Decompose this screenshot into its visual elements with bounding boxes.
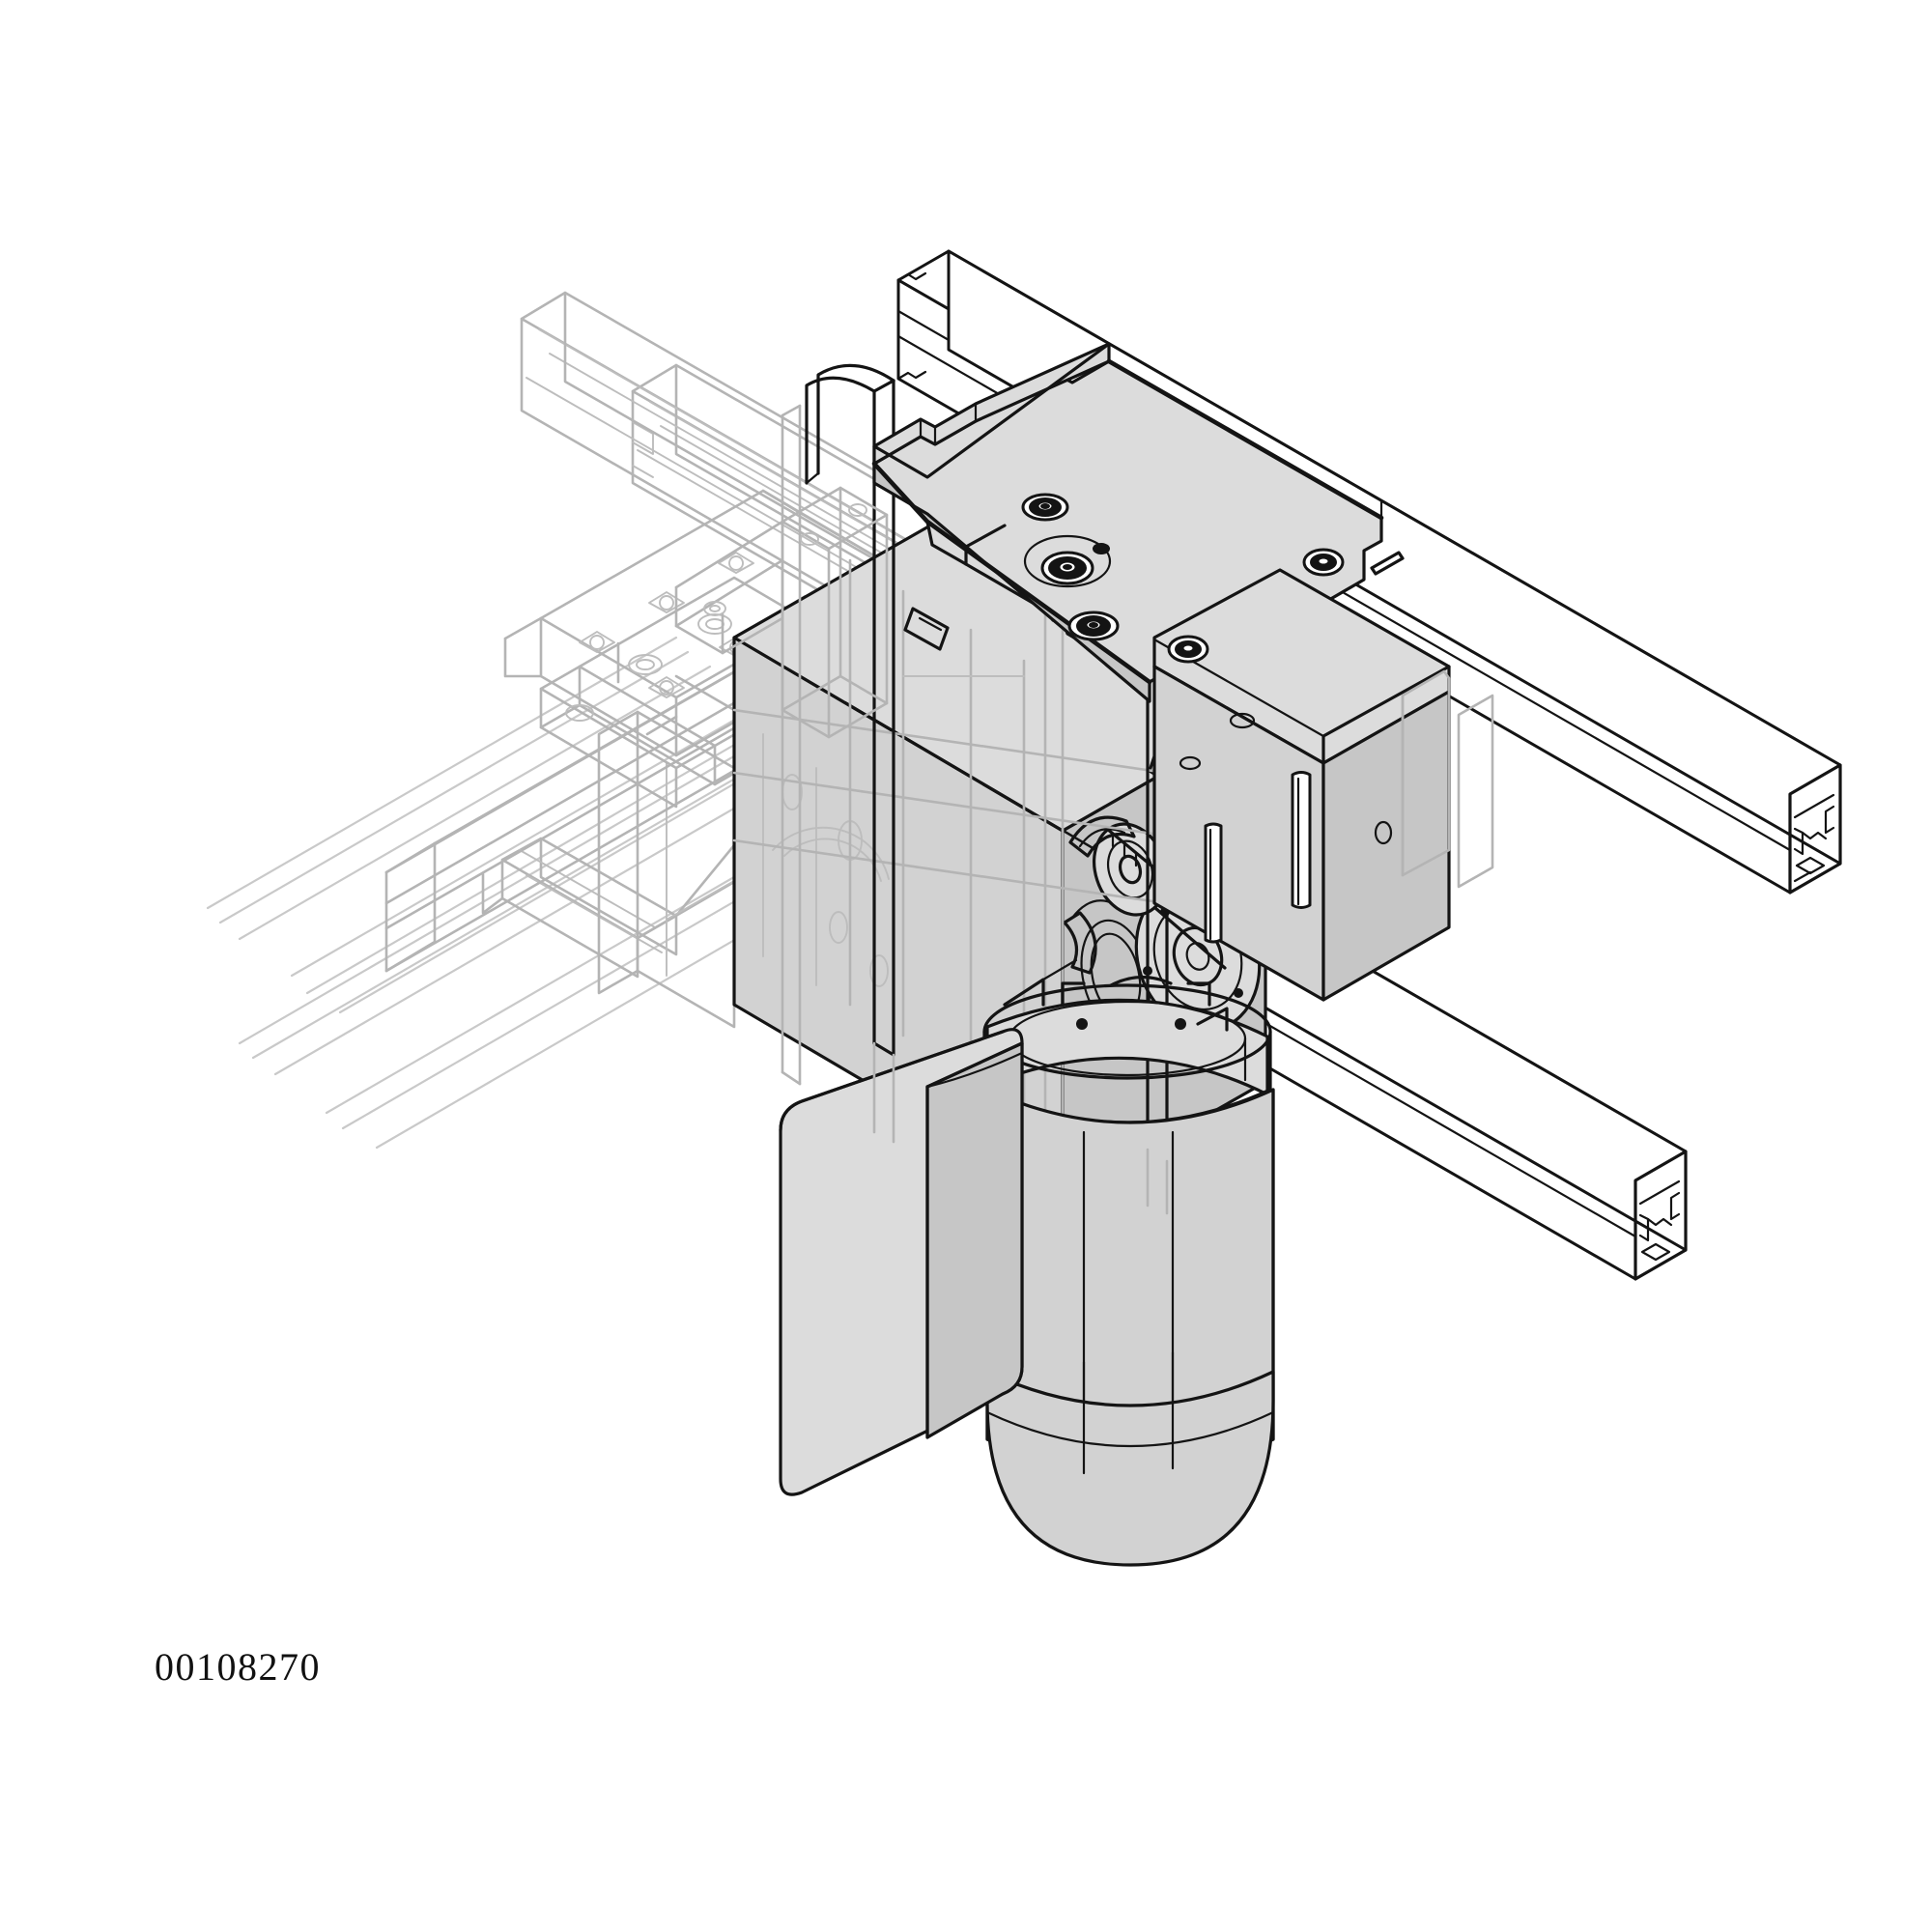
motor-cylinder <box>985 1088 1275 1567</box>
bracket-right <box>1152 548 1451 1002</box>
cap-screw-top-3 <box>1067 611 1120 641</box>
hanger-strap-over-motor-ghost <box>872 1041 1169 1215</box>
cap-screw-top-2 <box>1023 534 1112 588</box>
cap-screw-bracket-right-2 <box>1302 548 1345 577</box>
drive-detail-lower <box>1003 958 1229 1032</box>
part-number-label: 00108270 <box>155 1645 321 1689</box>
cap-screw-top-1 <box>1021 493 1069 522</box>
cap-screw-bracket-right-1 <box>1167 635 1209 664</box>
hanger-strap-ghost <box>781 404 1065 1198</box>
bracket-right-rear-ghost <box>1401 669 1494 889</box>
rail-ghost-cross <box>481 837 736 979</box>
motor-cylinder-front-edge <box>1082 1350 1175 1475</box>
terminal-box <box>779 1028 1024 1496</box>
bracket-left <box>674 486 889 739</box>
